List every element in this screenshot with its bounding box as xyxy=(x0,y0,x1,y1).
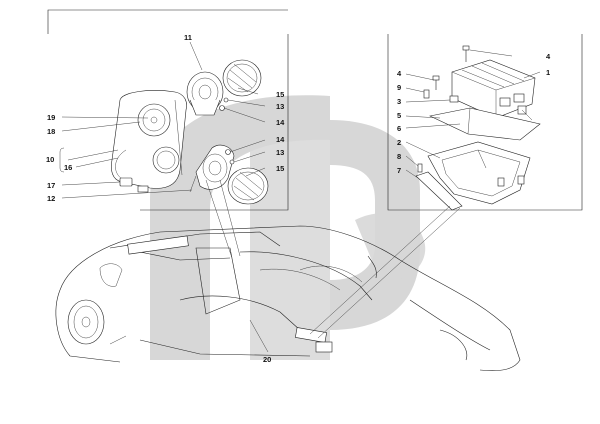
callout-1: 1 xyxy=(546,68,550,77)
amplifier-bracket xyxy=(429,107,541,141)
callout-2: 2 xyxy=(397,138,401,147)
callout-12: 12 xyxy=(47,194,55,203)
callout-3: 3 xyxy=(397,97,401,106)
callout-7: 7 xyxy=(397,166,401,175)
callout-4-top: 4 xyxy=(546,52,551,61)
callout-15-bottom: 15 xyxy=(276,164,284,173)
tweeter-speaker xyxy=(186,71,224,116)
callout-18: 18 xyxy=(47,127,55,136)
callout-10: 10 xyxy=(46,155,54,164)
callout-14-bottom: 14 xyxy=(276,135,285,144)
callout-17: 17 xyxy=(47,181,55,190)
callout-labels: 11 15 13 14 19 18 14 13 10 16 15 17 12 4… xyxy=(46,33,551,364)
woofer-grille xyxy=(227,167,269,205)
callout-20: 20 xyxy=(263,355,271,364)
amplifier-tray xyxy=(427,141,531,205)
callout-6: 6 xyxy=(397,124,401,133)
callout-13-top: 13 xyxy=(276,102,284,111)
callout-8: 8 xyxy=(397,152,401,161)
tweeter-grille xyxy=(222,59,262,97)
callout-16: 16 xyxy=(64,163,72,172)
callout-4-left: 4 xyxy=(397,69,402,78)
amplifier-unit xyxy=(451,59,536,119)
callout-14-top: 14 xyxy=(276,118,285,127)
car-outline xyxy=(55,179,521,371)
callout-9: 9 xyxy=(397,83,401,92)
woofer-speaker xyxy=(189,144,235,193)
callout-19: 19 xyxy=(47,113,55,122)
speaker-assembly-panel xyxy=(47,9,289,211)
callout-15-top: 15 xyxy=(276,90,284,99)
tray-cover xyxy=(415,171,463,211)
amplifier-assembly-panel xyxy=(387,34,583,211)
callout-13-bottom: 13 xyxy=(276,148,284,157)
callout-5: 5 xyxy=(397,111,401,120)
callout-11: 11 xyxy=(184,33,192,42)
watermark-logo xyxy=(150,95,426,360)
